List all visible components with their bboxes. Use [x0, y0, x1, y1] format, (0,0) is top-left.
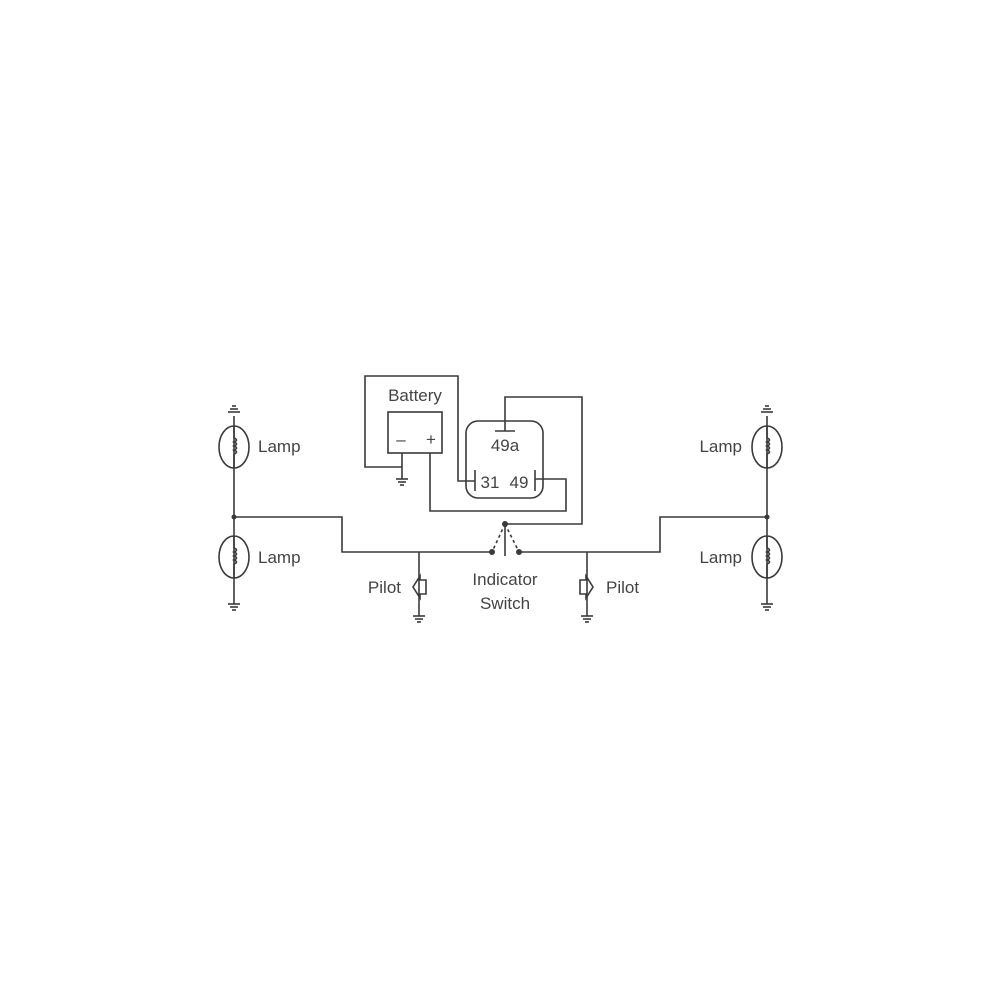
- lamp-label-bottom-left: Lamp: [258, 548, 301, 567]
- ground-icon: [760, 603, 774, 611]
- lamp-label-bottom-right: Lamp: [699, 548, 742, 567]
- indicator-switch: Indicator Switch: [472, 521, 538, 613]
- ground-icon: [412, 615, 426, 623]
- ground-icon: [227, 603, 241, 611]
- relay-49-label: 49: [510, 473, 529, 492]
- ground-icon: [760, 405, 774, 413]
- pilot-label-left: Pilot: [368, 578, 401, 597]
- switch-label-line1: Indicator: [472, 570, 538, 589]
- pilot-label-right: Pilot: [606, 578, 639, 597]
- ground-icon: [395, 478, 409, 486]
- lamp-label-top-left: Lamp: [258, 437, 301, 456]
- lamp-label-top-right: Lamp: [699, 437, 742, 456]
- relay-31-label: 31: [481, 473, 500, 492]
- battery-minus: –: [396, 430, 406, 449]
- flasher-relay: 49a 31 49: [465, 420, 544, 499]
- battery-plus: +: [426, 430, 436, 449]
- battery-label: Battery: [388, 386, 442, 405]
- ground-icon: [580, 615, 594, 623]
- switch-label-line2: Switch: [480, 594, 530, 613]
- ground-icon: [227, 405, 241, 413]
- battery: Battery – +: [387, 386, 443, 486]
- relay-49a-label: 49a: [491, 436, 520, 455]
